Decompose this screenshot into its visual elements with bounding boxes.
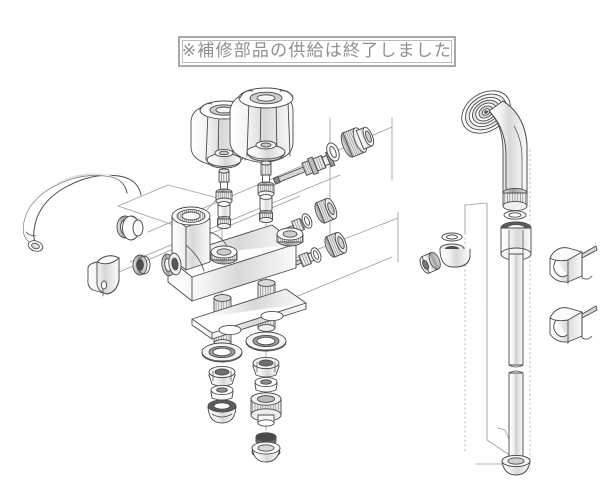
part-index-cap-right bbox=[246, 140, 286, 162]
guide-dotted bbox=[464, 149, 531, 471]
part-spindle-left bbox=[215, 168, 233, 230]
part-elbow-fitting bbox=[419, 243, 471, 274]
part-coupling-right bbox=[250, 392, 282, 427]
part-diverter-washer bbox=[132, 254, 151, 276]
part-lock-nut-left bbox=[208, 365, 236, 387]
part-spindle-right bbox=[257, 160, 275, 224]
part-hanger-upper bbox=[549, 245, 598, 285]
part-cap-nut-cartridge bbox=[340, 126, 375, 158]
discontinued-notice-banner: ※補修部品の供給は終了しました bbox=[178, 36, 456, 67]
part-bonnet-upper bbox=[314, 197, 338, 224]
part-lock-nut-right bbox=[252, 356, 280, 378]
part-washer-right bbox=[245, 331, 287, 352]
part-o-ring-lower bbox=[310, 247, 322, 263]
part-handle-right bbox=[229, 87, 294, 163]
part-joint-left bbox=[207, 399, 237, 424]
part-shower-hose bbox=[508, 253, 524, 462]
guide-lines bbox=[99, 94, 521, 463]
part-hose-nut-top bbox=[500, 221, 532, 261]
part-o-ring-cartridge bbox=[326, 142, 340, 162]
part-washer-left bbox=[201, 342, 243, 363]
part-nut-bottom bbox=[251, 432, 281, 463]
part-deck-plate bbox=[191, 288, 307, 340]
part-elbow-o-ring bbox=[441, 232, 463, 242]
part-o-ring-upper bbox=[301, 213, 313, 229]
part-spout bbox=[19, 173, 142, 252]
part-shower-head bbox=[461, 90, 528, 212]
part-hose-nut-bottom bbox=[501, 454, 531, 476]
part-packing-left bbox=[210, 384, 234, 401]
part-index-cap-left bbox=[206, 148, 242, 169]
part-diverter-handle bbox=[87, 255, 120, 297]
part-hanger-lower bbox=[549, 305, 598, 345]
part-spout-nut bbox=[122, 215, 144, 241]
part-shower-o-ring bbox=[503, 210, 527, 220]
part-packing-right bbox=[254, 376, 278, 393]
discontinued-notice-text: ※補修部品の供給は終了しました bbox=[181, 41, 453, 61]
part-bonnet-lower bbox=[324, 231, 348, 258]
